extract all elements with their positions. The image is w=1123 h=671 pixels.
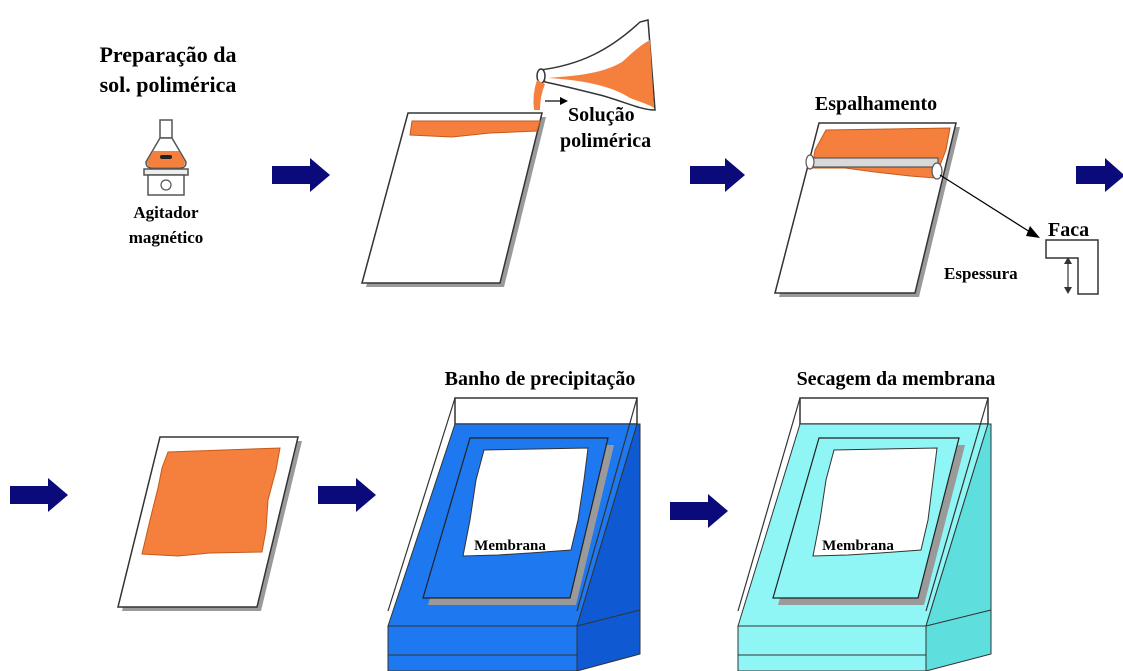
precipitation-bath xyxy=(387,397,641,671)
drying-title: Secagem da membrana xyxy=(797,368,996,390)
solution-label-line2: polimérica xyxy=(560,130,651,152)
knife-profile-icon xyxy=(1045,239,1099,295)
glass-plate-cast-film xyxy=(117,436,302,611)
knife-pointer-line xyxy=(939,174,1031,233)
magnetic-stirrer-icon xyxy=(143,168,189,196)
erlenmeyer-flask-icon xyxy=(145,119,187,169)
stirrer-label-line2: magnético xyxy=(129,228,204,247)
bath-title: Banho de precipitação xyxy=(445,368,636,390)
process-arrow-1 xyxy=(272,158,330,192)
process-arrow-2 xyxy=(690,158,745,192)
knife-label: Faca xyxy=(1048,219,1089,241)
thickness-arrow xyxy=(1062,257,1074,294)
beaker-polymer-fill xyxy=(548,40,654,108)
glass-plate-spreading xyxy=(774,122,960,297)
thickness-label: Espessura xyxy=(944,264,1018,283)
cast-polymer-film xyxy=(141,447,281,557)
solution-label-line1: Solução xyxy=(568,104,635,126)
drying-tray xyxy=(737,397,992,671)
spreading-title: Espalhamento xyxy=(815,93,937,115)
membrane-drying xyxy=(812,447,938,557)
process-arrow-4 xyxy=(10,478,68,512)
process-arrow-6 xyxy=(670,494,728,528)
membrane-in-bath xyxy=(462,447,589,557)
membrane-label-bath: Membrana xyxy=(474,538,546,554)
prep-title-line2: sol. polimérica xyxy=(100,72,237,97)
polymer-solution-strip xyxy=(409,120,541,138)
pouring-beaker-icon xyxy=(533,19,656,111)
membrane-label-drying: Membrana xyxy=(822,538,894,554)
process-arrow-5 xyxy=(318,478,376,512)
glass-plate-with-solution xyxy=(361,112,546,287)
casting-knife-bar xyxy=(807,157,939,168)
process-arrow-3 xyxy=(1076,158,1123,192)
stirrer-label-line1: Agitador xyxy=(133,203,199,222)
prep-title-line1: Preparação da xyxy=(99,42,236,67)
